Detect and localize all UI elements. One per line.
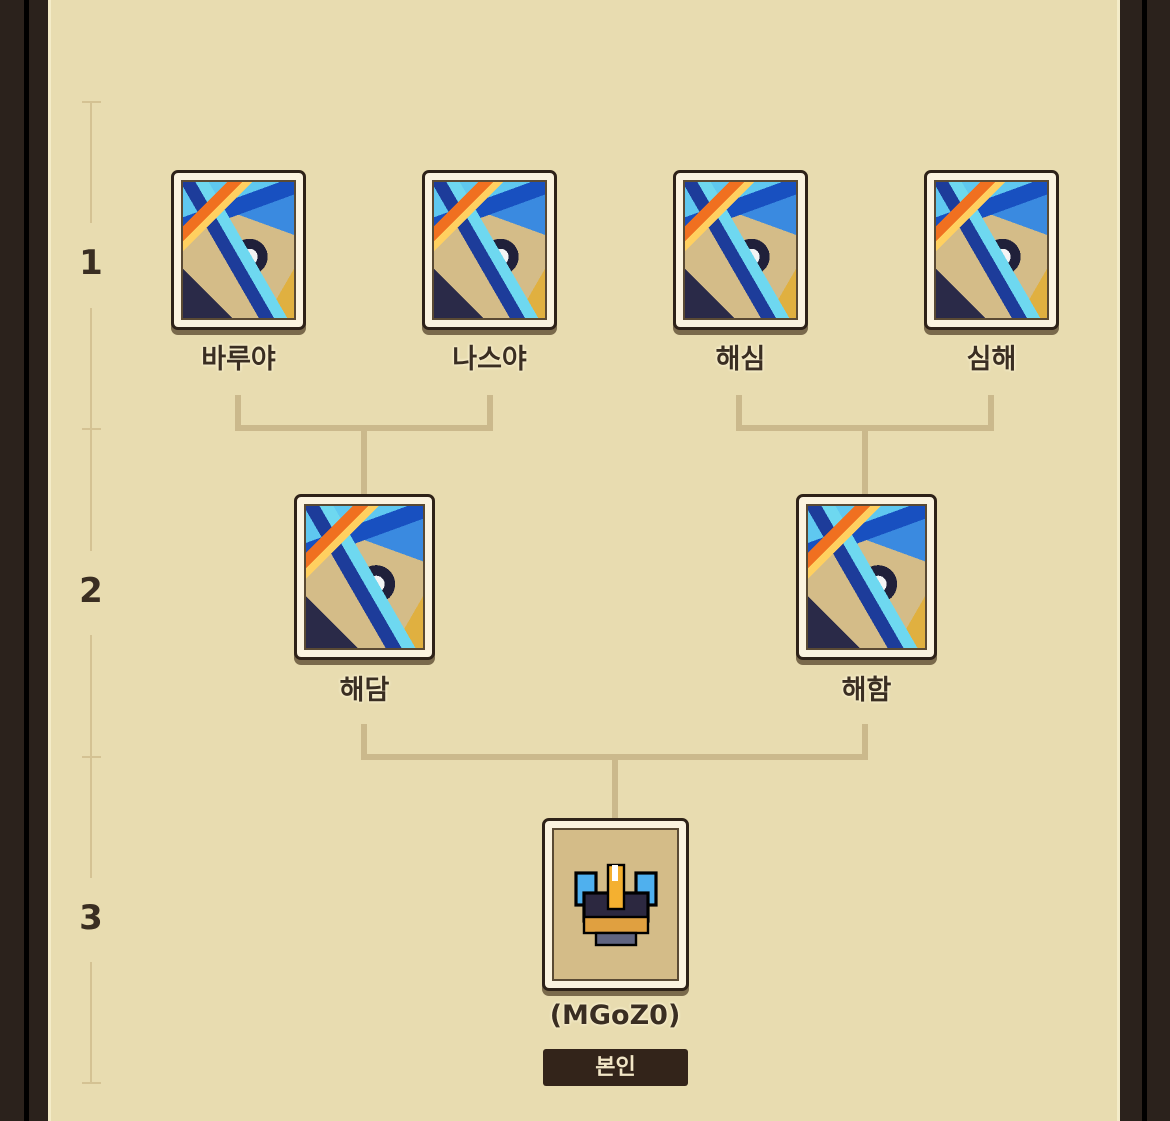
generation-label: 2 — [79, 571, 103, 611]
dragon-portrait-icon — [683, 180, 798, 320]
dragon-egg-icon — [573, 863, 658, 946]
ancestor-card[interactable] — [673, 170, 808, 330]
self-name: (MGoZ0) — [549, 1000, 681, 1031]
dragon-portrait-icon — [934, 180, 1049, 320]
parent-name: 해담 — [339, 675, 390, 706]
ancestor-card[interactable] — [924, 170, 1059, 330]
ancestor-card[interactable] — [171, 170, 306, 330]
parent-card[interactable] — [294, 494, 435, 660]
dragon-portrait-icon — [432, 180, 547, 320]
self-badge: 본인 — [543, 1049, 688, 1086]
ancestor-name: 나스야 — [452, 344, 527, 375]
generation-label: 1 — [79, 243, 103, 283]
dragon-portrait-icon — [304, 504, 425, 650]
ancestor-name: 심해 — [966, 344, 1017, 375]
left-frame — [0, 0, 48, 1121]
generation-label: 3 — [79, 898, 103, 938]
self-card[interactable] — [542, 818, 689, 991]
ancestor-card[interactable] — [422, 170, 557, 330]
ancestor-name: 바루야 — [201, 344, 276, 375]
dragon-portrait-icon — [181, 180, 296, 320]
ancestor-name: 해심 — [715, 344, 766, 375]
dragon-portrait-icon — [806, 504, 927, 650]
parent-card[interactable] — [796, 494, 937, 660]
right-frame — [1120, 0, 1170, 1121]
parent-name: 해함 — [841, 675, 892, 706]
